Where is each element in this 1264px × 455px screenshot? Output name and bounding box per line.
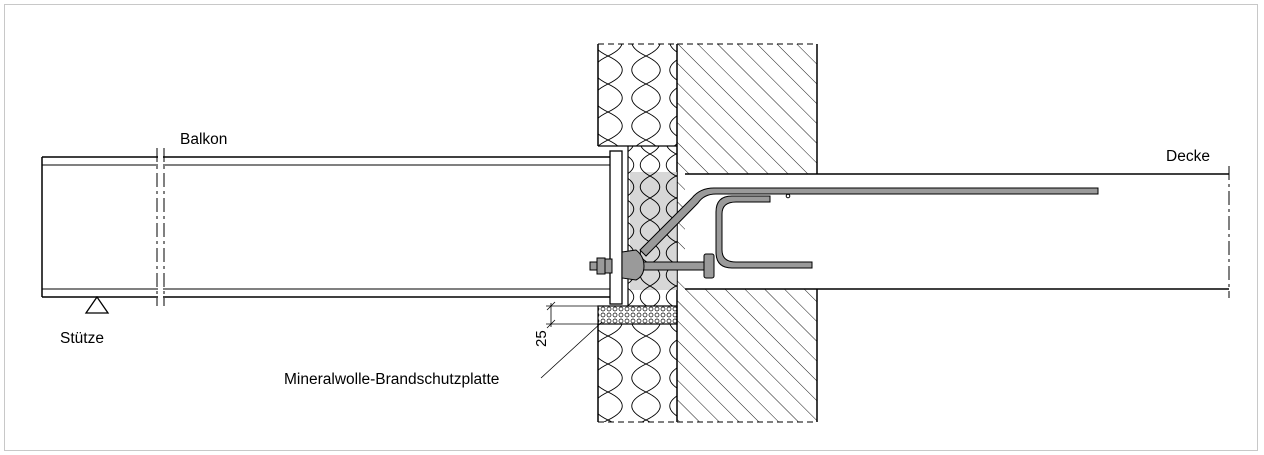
fire-protection-board [597,305,678,325]
drawing-frame [4,4,1258,451]
decke-label: Decke [1166,148,1210,165]
exterior-insulation [597,43,677,423]
reinforcement [589,187,1099,281]
stuetze-label: Stütze [60,330,104,347]
dimension-label: 25 [533,330,550,347]
fire-protection-leader [540,321,603,379]
ceiling-slab [685,166,1230,298]
support-symbol [84,295,110,314]
balkon-label: Balkon [180,131,227,148]
concrete-wall [676,43,818,423]
dimension-25 [546,301,600,329]
balcony-slab [41,148,610,306]
end-plate [609,150,623,305]
fire-protection-label: Mineralwolle-Brandschutzplatte [284,371,499,388]
